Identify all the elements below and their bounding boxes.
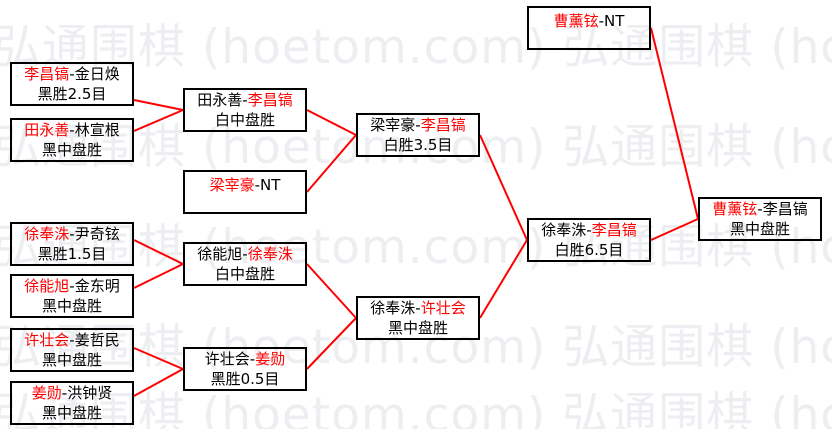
player-right: 许壮会: [420, 299, 466, 317]
player-right: 李昌镐: [591, 221, 637, 239]
match-players: 李昌镐-金日焕: [24, 64, 119, 84]
player-separator: -: [254, 176, 261, 194]
player-right: 李昌镐: [762, 200, 808, 218]
match-players: 田永善-林宣根: [24, 120, 119, 140]
player-right: 尹奇铉: [74, 225, 120, 243]
player-left: 田永善: [24, 121, 70, 139]
player-left: 徐能旭: [197, 245, 243, 263]
player-separator: -: [69, 331, 75, 349]
player-separator: -: [69, 225, 75, 243]
player-right: 林宣根: [74, 121, 120, 139]
player-left: 徐奉洙: [24, 225, 70, 243]
match-players: 曹薰铉-李昌镐: [712, 199, 807, 219]
player-separator: -: [249, 350, 256, 368]
player-separator: -: [69, 121, 75, 139]
match-players: 田永善-李昌镐: [197, 90, 292, 110]
match-box-r1-m2[interactable]: 田永善-林宣根黑中盘胜: [10, 118, 134, 162]
match-box-r2-bye-1[interactable]: 梁宰豪-NT: [183, 170, 307, 214]
match-box-r1-m1[interactable]: 李昌镐-金日焕黑胜2.5目: [10, 62, 134, 106]
match-result: 黑中盘胜: [41, 351, 102, 369]
player-right: NT: [260, 176, 281, 194]
match-result: 黑中盘胜: [41, 404, 102, 422]
player-separator: -: [415, 116, 421, 134]
match-box-r3-m2[interactable]: 徐奉洙-许壮会黑中盘胜: [356, 296, 480, 340]
player-right: 徐奉洙: [247, 245, 293, 263]
player-right: 李昌镐: [420, 116, 466, 134]
match-players: 姜勋-洪钟贤: [32, 383, 112, 403]
player-separator: -: [586, 221, 592, 239]
match-players: 许壮会-姜哲民: [24, 330, 119, 350]
match-box-r2-m2[interactable]: 徐能旭-徐奉洙白中盘胜: [183, 242, 307, 286]
match-result: 黑胜1.5目: [37, 245, 107, 263]
player-separator: -: [242, 245, 248, 263]
player-left: 姜勋: [31, 384, 62, 402]
match-box-final-m1[interactable]: 曹薰铉-李昌镐黑中盘胜: [698, 197, 822, 241]
player-right: 姜勋: [255, 350, 286, 368]
match-players: 梁宰豪-李昌镐: [370, 115, 465, 135]
match-box-r2-m1[interactable]: 田永善-李昌镐白中盘胜: [183, 88, 307, 132]
match-box-r2-m3[interactable]: 许壮会-姜勋黑胜0.5目: [183, 347, 307, 391]
player-left: 曹薰铉: [553, 12, 599, 30]
match-result: 黑中盘胜: [729, 220, 790, 238]
match-players: 徐奉洙-尹奇铉: [24, 224, 119, 244]
player-separator: -: [242, 91, 248, 109]
player-left: 许壮会: [204, 350, 250, 368]
match-box-r1-m5[interactable]: 许壮会-姜哲民黑中盘胜: [10, 328, 134, 372]
match-result: 黑中盘胜: [41, 297, 102, 315]
player-separator: -: [69, 65, 75, 83]
match-players: 徐能旭-金东明: [24, 276, 119, 296]
player-left: 徐奉洙: [541, 221, 587, 239]
match-box-r1-m3[interactable]: 徐奉洙-尹奇铉黑胜1.5目: [10, 222, 134, 266]
match-players: 徐奉洙-李昌镐: [541, 220, 636, 240]
player-left: 田永善: [197, 91, 243, 109]
player-right: 李昌镐: [247, 91, 293, 109]
match-box-r4-bye-top[interactable]: 曹薰铉-NT: [527, 6, 651, 50]
player-separator: -: [757, 200, 763, 218]
match-players: 曹薰铉-NT: [554, 11, 625, 31]
player-separator: -: [598, 12, 605, 30]
player-separator: -: [415, 299, 421, 317]
player-left: 梁宰豪: [209, 176, 255, 194]
match-result: 黑中盘胜: [41, 141, 102, 159]
match-box-r3-m1[interactable]: 梁宰豪-李昌镐白胜3.5目: [356, 113, 480, 157]
match-result: 黑中盘胜: [387, 319, 448, 337]
match-box-r1-m6[interactable]: 姜勋-洪钟贤黑中盘胜: [10, 381, 134, 425]
player-left: 梁宰豪: [370, 116, 416, 134]
match-players: 徐能旭-徐奉洙: [197, 244, 292, 264]
player-separator: -: [61, 384, 68, 402]
player-left: 曹薰铉: [712, 200, 758, 218]
player-left: 徐奉洙: [370, 299, 416, 317]
player-right: 洪钟贤: [67, 384, 113, 402]
match-result: 白胜3.5目: [383, 136, 453, 154]
match-players: 许壮会-姜勋: [205, 349, 285, 369]
match-result: 黑胜0.5目: [210, 370, 280, 388]
player-right: 金日焕: [74, 65, 120, 83]
match-result: 黑胜2.5目: [37, 85, 107, 103]
player-right: NT: [604, 12, 625, 30]
match-players: 梁宰豪-NT: [210, 175, 281, 195]
match-result: 白中盘胜: [214, 111, 275, 129]
match-box-r4-m1[interactable]: 徐奉洙-李昌镐白胜6.5目: [527, 218, 651, 262]
match-result: 白中盘胜: [214, 265, 275, 283]
player-left: 李昌镐: [24, 65, 70, 83]
player-right: 姜哲民: [74, 331, 120, 349]
match-result: 白胜6.5目: [554, 241, 624, 259]
player-left: 徐能旭: [24, 277, 70, 295]
match-players: 徐奉洙-许壮会: [370, 298, 465, 318]
player-right: 金东明: [74, 277, 120, 295]
match-box-r1-m4[interactable]: 徐能旭-金东明黑中盘胜: [10, 274, 134, 318]
player-separator: -: [69, 277, 75, 295]
player-left: 许壮会: [24, 331, 70, 349]
